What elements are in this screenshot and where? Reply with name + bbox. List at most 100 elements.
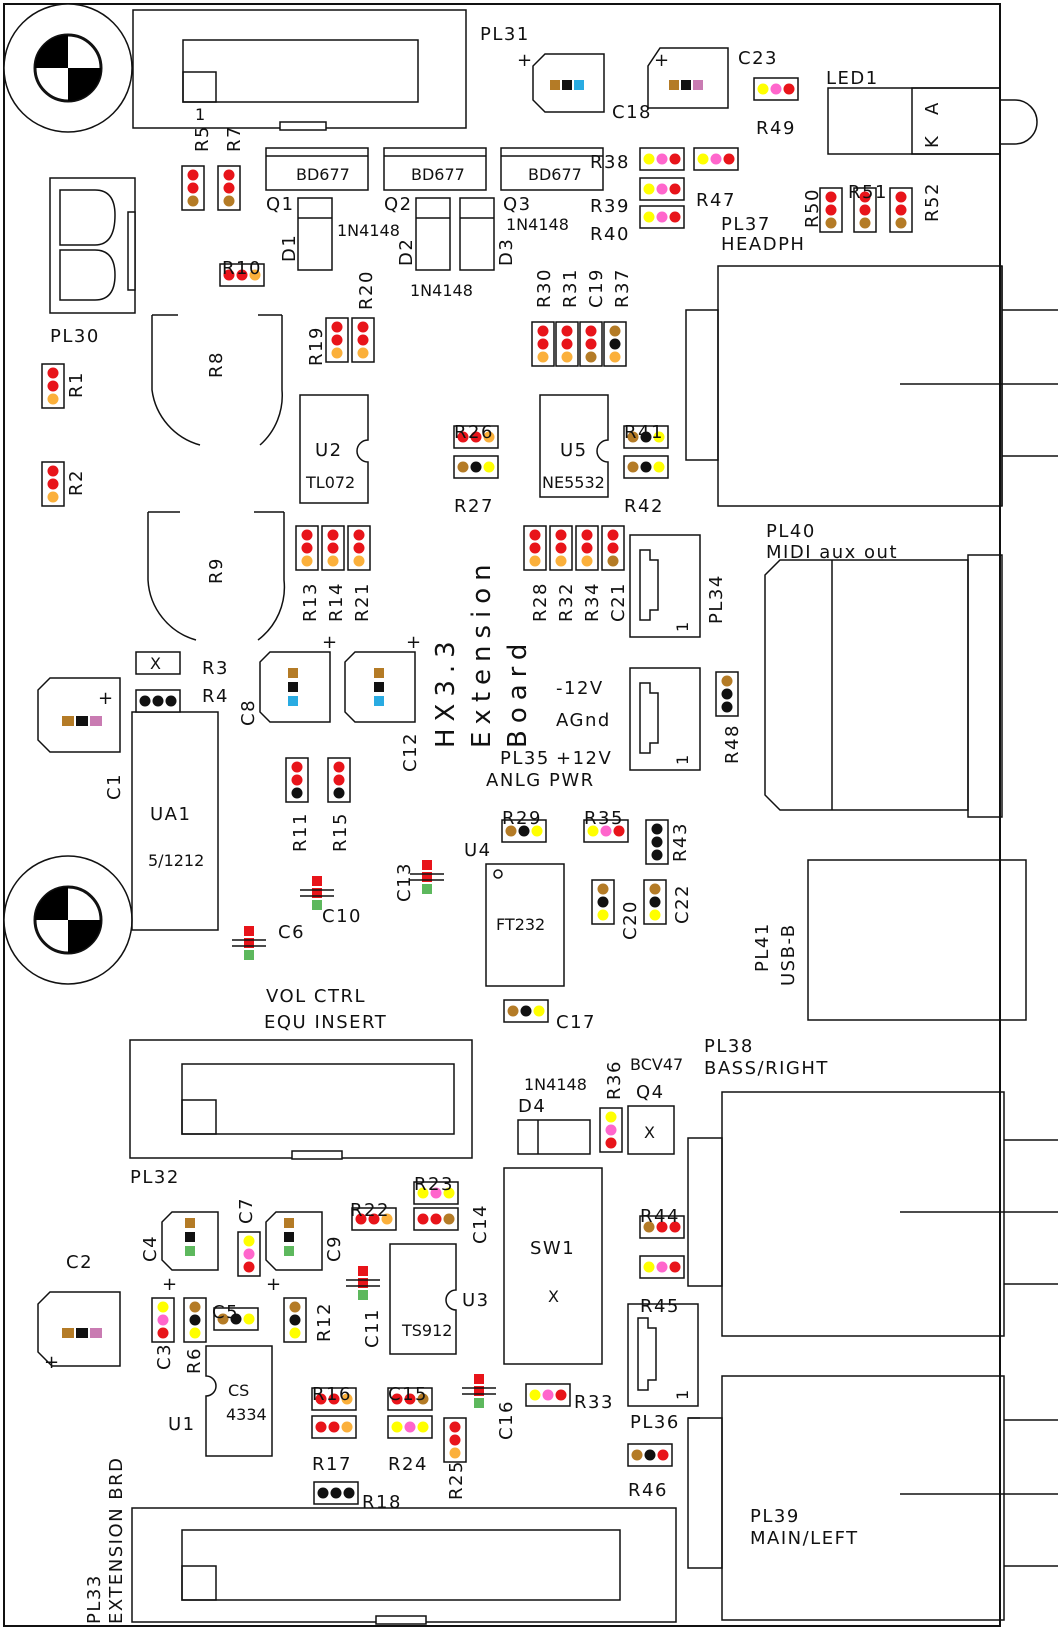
footprint-r12	[283, 1297, 307, 1343]
label-c11: C11	[362, 1308, 383, 1348]
cap-bands-c8	[288, 668, 298, 706]
band-red	[328, 1393, 340, 1405]
band-black	[330, 1487, 342, 1499]
svg-text:C12: C12	[400, 732, 421, 772]
mounting-hole-mid	[3, 855, 133, 985]
label-r40: R40	[590, 224, 630, 245]
band-red	[581, 542, 593, 554]
band-brown	[825, 217, 837, 229]
svg-text:R8: R8	[206, 351, 227, 378]
band-red	[236, 269, 248, 281]
svg-text:1: 1	[673, 755, 692, 765]
label-r52: R52	[922, 182, 943, 222]
label-c14: C14	[470, 1204, 491, 1244]
band-yellow	[189, 1327, 201, 1339]
band-red	[537, 338, 549, 350]
svg-text:A: A	[922, 101, 943, 115]
band-red	[470, 431, 482, 443]
band-red	[404, 1393, 416, 1405]
band-black	[230, 1313, 242, 1325]
footprint-r38	[639, 147, 685, 171]
footprint-r40	[639, 205, 685, 229]
band-red	[187, 169, 199, 181]
svg-text:FT232: FT232	[496, 915, 545, 934]
label-r34: R34	[582, 582, 603, 622]
svg-text:AGnd: AGnd	[556, 710, 611, 731]
band-orange	[301, 555, 313, 567]
label-c15: C15	[388, 1384, 428, 1405]
footprint-r44	[639, 1215, 685, 1239]
band-black	[343, 1487, 355, 1499]
band-red	[449, 1421, 461, 1433]
band-red	[327, 542, 339, 554]
band-red	[656, 1221, 668, 1233]
band-red	[537, 325, 549, 337]
svg-text:R4: R4	[202, 686, 229, 707]
band-yellow	[529, 1389, 541, 1401]
label-r31: R31	[560, 268, 581, 308]
band-red	[157, 1327, 169, 1339]
band-red	[657, 1449, 669, 1461]
band-pink	[656, 153, 668, 165]
diode-d3	[459, 197, 495, 271]
switch-sw1: SW1 X	[503, 1167, 603, 1365]
band-brown	[443, 1213, 455, 1225]
band-black	[518, 825, 530, 837]
band-red	[315, 1393, 327, 1405]
transistor-q3: BD677	[500, 147, 604, 191]
band-brown	[649, 883, 661, 895]
footprint-r33	[525, 1383, 571, 1407]
band-black	[649, 896, 661, 908]
band-orange	[537, 351, 549, 363]
label-r32: R32	[556, 582, 577, 622]
svg-text:X: X	[548, 1287, 559, 1306]
label-r22: R22	[350, 1200, 390, 1221]
band-red	[301, 529, 313, 541]
svg-text:D3: D3	[496, 238, 517, 266]
band-brown	[609, 325, 621, 337]
label-r26: R26	[454, 422, 494, 443]
band-brown	[417, 1393, 429, 1405]
band-black	[609, 338, 621, 350]
footprint-r34	[575, 525, 599, 571]
footprint-r45	[639, 1255, 685, 1279]
label-r44: R44	[640, 1206, 680, 1227]
footprint-r48	[715, 671, 739, 717]
band-red	[357, 334, 369, 346]
band-red	[357, 321, 369, 333]
transistor-q2: BD677	[383, 147, 487, 191]
transistor-q1: BD677	[265, 147, 369, 191]
band-red	[449, 1434, 461, 1446]
footprint-r50	[819, 187, 843, 233]
svg-text:+: +	[517, 50, 534, 71]
band-orange	[249, 269, 261, 281]
label-r20: R20	[356, 270, 377, 310]
label-pl30: PL30	[50, 326, 100, 347]
footprint-r39	[639, 177, 685, 201]
diode-d2	[415, 197, 451, 271]
label-r11: R11	[290, 812, 311, 852]
svg-text:MIDI aux out: MIDI aux out	[766, 542, 898, 563]
footprint-c15	[387, 1387, 433, 1411]
footprint-r30	[531, 321, 555, 367]
footprint-r1	[41, 363, 65, 409]
svg-text:C4: C4	[140, 1235, 161, 1262]
footprint-r49	[753, 77, 799, 101]
band-orange	[341, 1421, 353, 1433]
module-ua1: UA1 5/1212	[131, 711, 219, 931]
label-r19: R19	[306, 326, 327, 366]
band-red	[47, 380, 59, 392]
label-r6: R6	[184, 1347, 205, 1374]
band-black	[640, 431, 652, 443]
label-c20: C20	[620, 900, 641, 940]
band-pink	[404, 1421, 416, 1433]
band-red	[585, 338, 597, 350]
svg-text:K: K	[922, 135, 943, 148]
svg-text:LED1: LED1	[826, 68, 879, 89]
led1: K A	[827, 87, 1038, 155]
band-black	[651, 849, 663, 861]
svg-text:1: 1	[673, 1390, 692, 1400]
band-black	[721, 701, 733, 713]
footprint-c14	[413, 1207, 459, 1231]
label-r12: R12	[314, 1302, 335, 1342]
